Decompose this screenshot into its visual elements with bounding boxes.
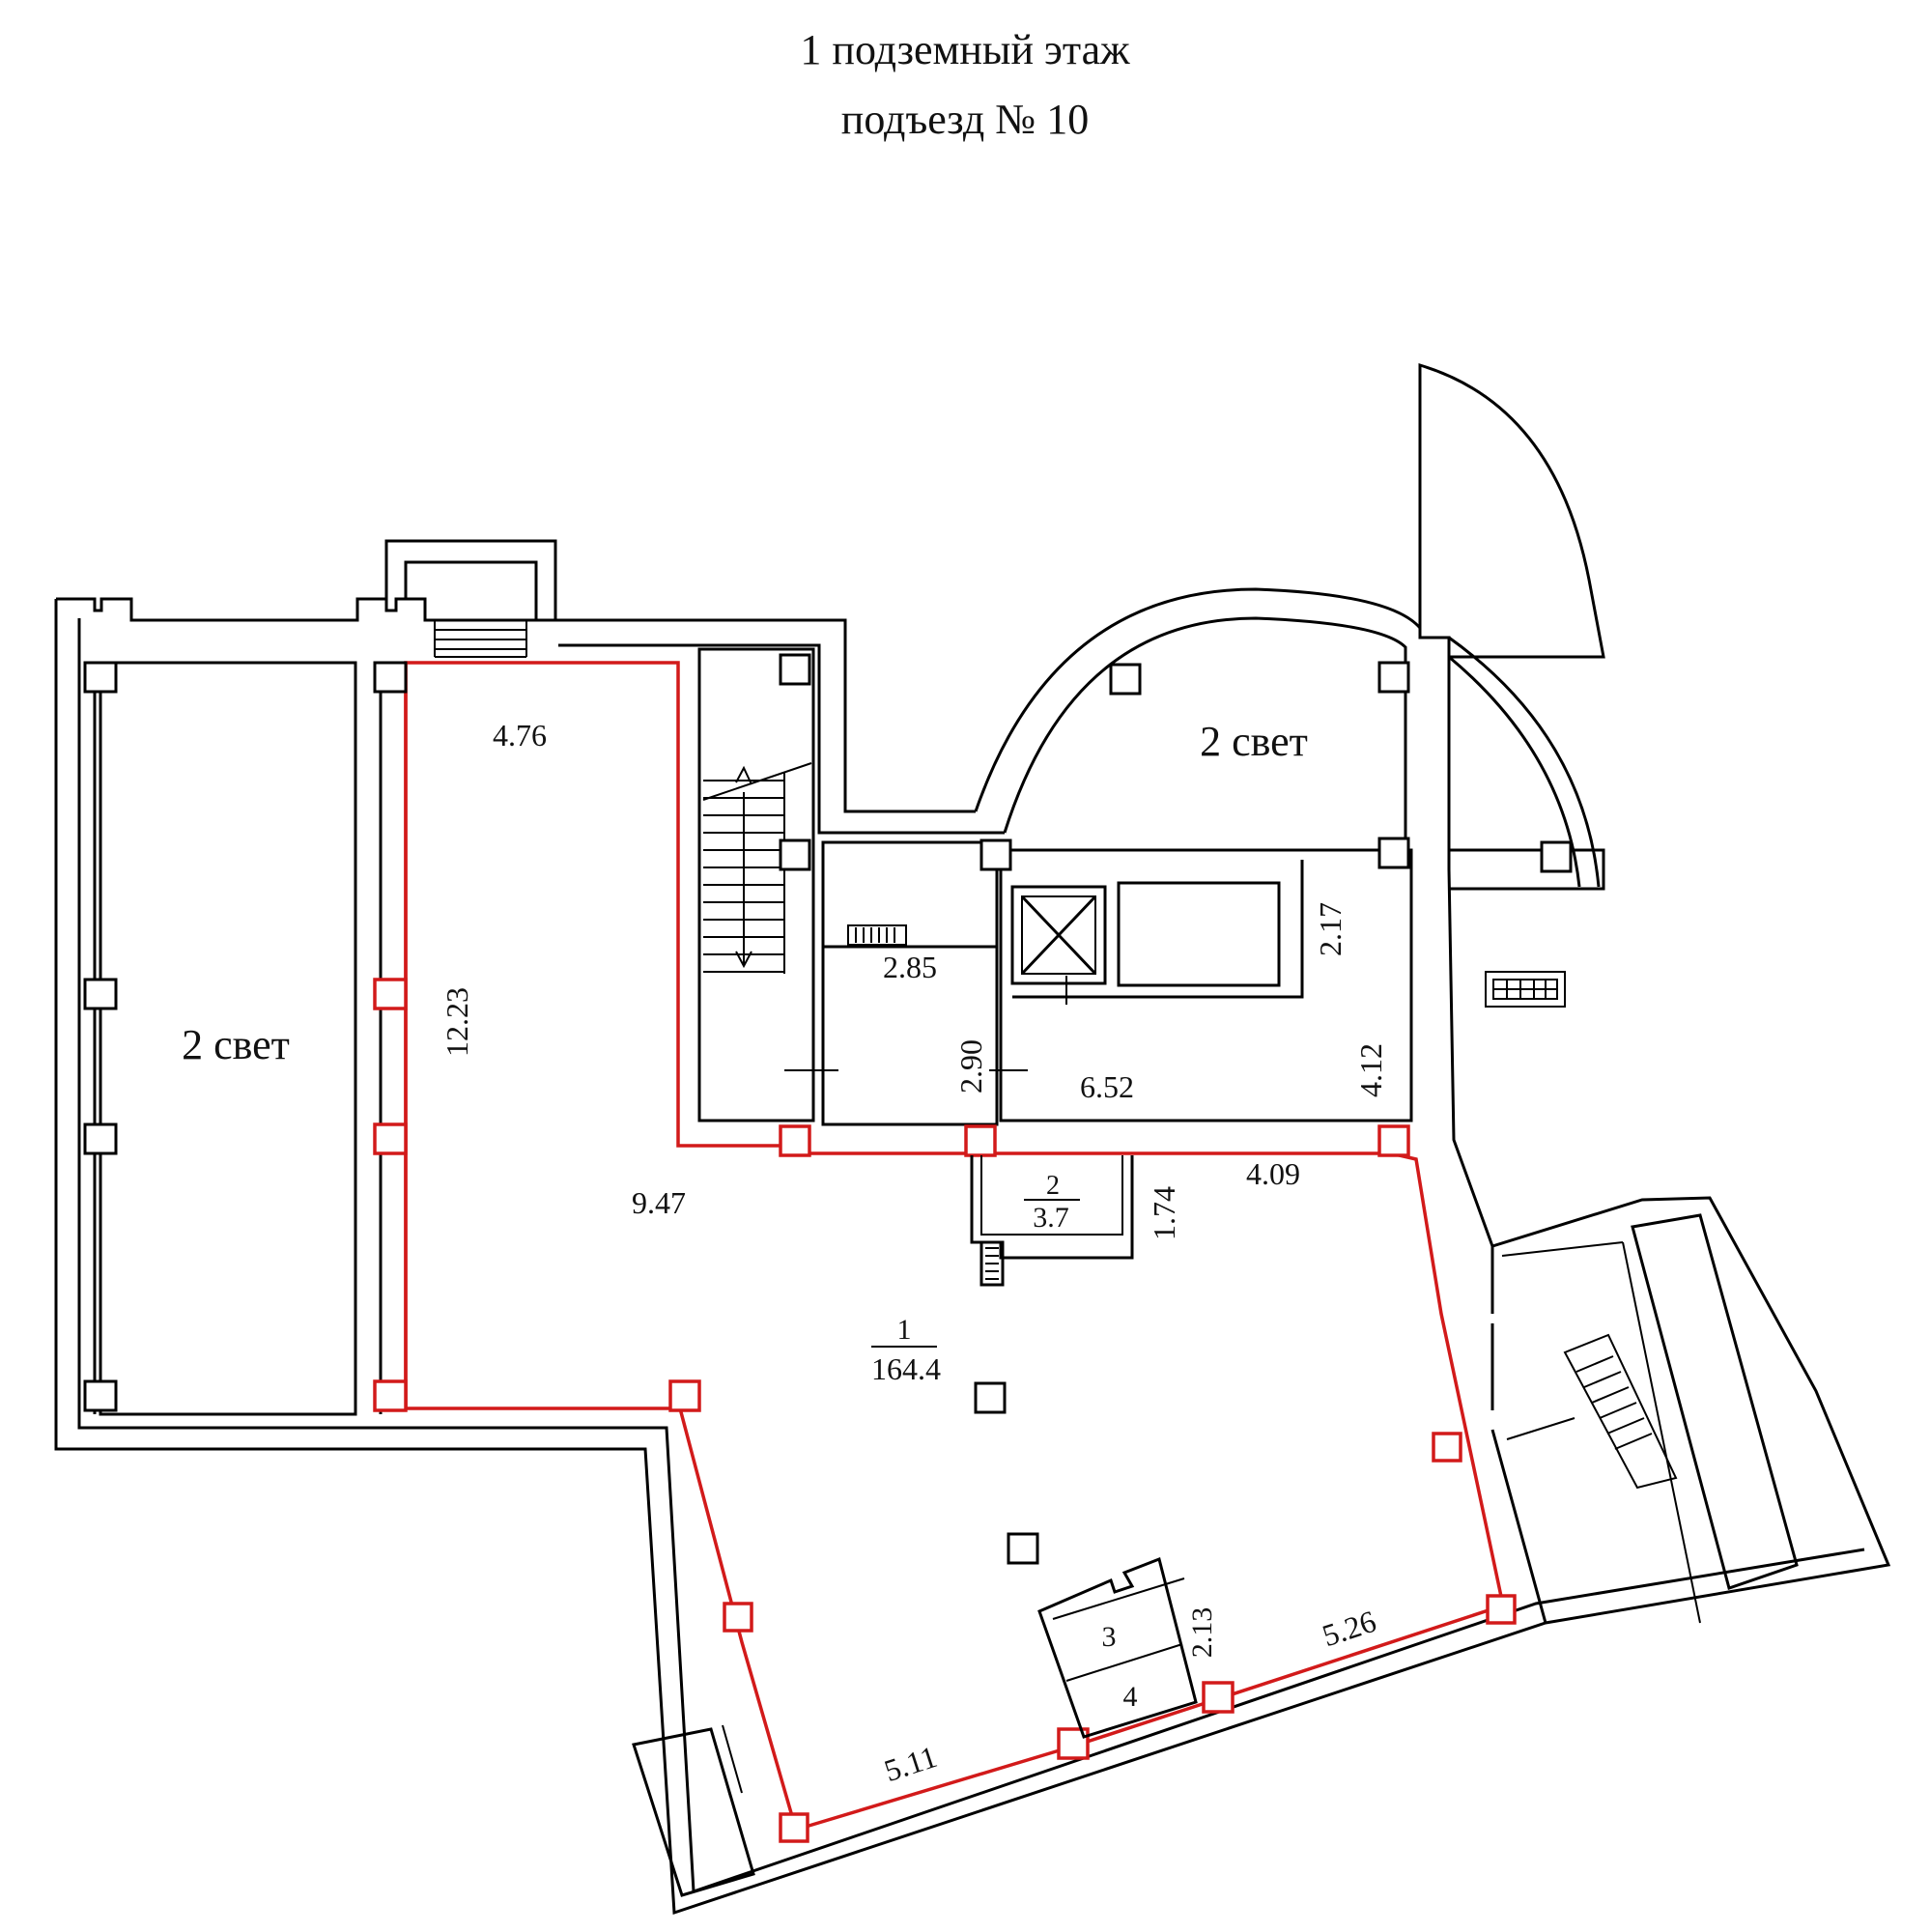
plan-title-floor: 1 подземный этаж xyxy=(800,26,1130,73)
door-marks xyxy=(784,976,1067,1071)
right-wing-wall xyxy=(1490,1246,1547,1624)
stair-shaft-top xyxy=(697,647,815,1122)
column-marker xyxy=(83,978,118,1010)
entrance-steps xyxy=(434,619,527,658)
elevator-cross-icon xyxy=(1020,895,1097,976)
lobby-partition xyxy=(1012,860,1304,999)
room-2-walls xyxy=(970,1155,1134,1260)
bottom-left-bay-jamb xyxy=(710,1724,743,1798)
dim-2-13: 2.13 xyxy=(1186,1607,1218,1659)
column-marker xyxy=(1432,1432,1462,1463)
core-room-b xyxy=(999,848,1413,1122)
dim-2-17: 2.17 xyxy=(1313,902,1348,956)
premises-boundary xyxy=(404,661,1506,1833)
dim-6-52: 6.52 xyxy=(1080,1069,1134,1104)
right-bay xyxy=(1448,636,1601,888)
column-marker xyxy=(1007,1532,1039,1565)
plan-labels: 2 свет 2 свет 1 164.4 2 3.7 3 4 4.76 12.… xyxy=(182,718,1388,1788)
right-wing-partitions xyxy=(1501,1241,1701,1624)
column-marker xyxy=(83,661,118,694)
column-marker xyxy=(979,838,1012,871)
left-light-room xyxy=(93,661,383,1416)
column-marker xyxy=(373,661,408,694)
room-2-inner xyxy=(980,1155,1123,1236)
dim-5-11: 5.11 xyxy=(880,1739,941,1788)
column-marker xyxy=(1377,661,1410,694)
room-4-number: 4 xyxy=(1123,1681,1138,1713)
elevator-shaft xyxy=(1010,885,1107,985)
rooms-3-4-dividers xyxy=(1052,1577,1185,1682)
column-marker xyxy=(1202,1681,1235,1714)
column-marker xyxy=(373,1379,408,1412)
entrance-portal xyxy=(384,539,557,620)
column-marker xyxy=(779,838,811,871)
core-room-a xyxy=(821,840,999,1126)
room-2-vent xyxy=(979,1240,1005,1287)
vent-grille-right-ribs xyxy=(1492,979,1558,1000)
vent-grille-a-ribs xyxy=(855,927,895,943)
columns xyxy=(83,653,1573,1843)
dim-4-12: 4.12 xyxy=(1353,1043,1388,1097)
vent-grille-a xyxy=(847,924,907,946)
column-marker xyxy=(83,1379,118,1412)
right-stair-treads xyxy=(1575,1355,1653,1450)
room-3-number: 3 xyxy=(1102,1621,1117,1653)
column-marker xyxy=(83,1122,118,1155)
room-1-number: 1 xyxy=(897,1314,912,1346)
plan-title-entrance: подъезд № 10 xyxy=(840,96,1090,143)
stair-arrow xyxy=(735,765,752,969)
service-core xyxy=(784,840,1413,1126)
dim-9-47: 9.47 xyxy=(632,1185,686,1220)
bottom-left-bay-outline xyxy=(632,1727,755,1897)
right-wing xyxy=(1485,971,1799,1624)
rooms-3-4 xyxy=(1037,1556,1198,1739)
arch-outer xyxy=(974,587,1422,812)
outer-wall-outline xyxy=(54,362,1891,1916)
column-marker xyxy=(1109,663,1142,696)
room-2-area: 3.7 xyxy=(1033,1202,1069,1234)
dim-4-76: 4.76 xyxy=(493,718,547,753)
column-marker xyxy=(668,1379,701,1412)
outer-wall-inner xyxy=(77,618,1865,1894)
boundary-outline xyxy=(404,661,1506,1833)
column-marker xyxy=(779,1812,809,1843)
column-marker xyxy=(1377,1124,1410,1157)
light-label-left: 2 свет xyxy=(182,1021,290,1068)
elevator-car xyxy=(1021,895,1096,975)
room-2-number: 2 xyxy=(1046,1171,1060,1201)
right-stair-block xyxy=(1563,1333,1678,1490)
column-marker xyxy=(779,653,811,686)
column-marker xyxy=(373,978,408,1010)
dim-2-85: 2.85 xyxy=(883,950,937,984)
room-2-vent-ribs xyxy=(985,1247,999,1280)
column-marker xyxy=(779,1124,811,1157)
dim-12-23: 12.23 xyxy=(440,987,474,1057)
top-wall-left xyxy=(56,597,558,622)
vent-grille-right xyxy=(1485,971,1566,1008)
dim-1-74: 1.74 xyxy=(1147,1186,1181,1240)
dim-4-09: 4.09 xyxy=(1246,1156,1300,1191)
column-marker xyxy=(373,1122,408,1155)
outer-walls xyxy=(54,362,1891,1916)
right-wing-room xyxy=(1631,1213,1799,1590)
arch-inner xyxy=(1003,616,1407,850)
column-marker xyxy=(723,1602,753,1633)
rooms-3-4-outline xyxy=(1037,1556,1198,1739)
column-marker xyxy=(1486,1594,1517,1625)
top-wall-middle xyxy=(555,618,976,813)
stair-shaft-outline xyxy=(697,647,815,1122)
lift-lobby-box xyxy=(1117,881,1281,987)
dim-5-26: 5.26 xyxy=(1318,1604,1379,1654)
bottom-left-bay xyxy=(632,1724,755,1897)
column-marker xyxy=(1377,837,1410,869)
top-wall-middle-inner xyxy=(558,643,1005,835)
column-marker xyxy=(1540,840,1573,873)
column-marker xyxy=(964,1124,997,1157)
room-1-area: 164.4 xyxy=(871,1351,941,1386)
room-2 xyxy=(970,1155,1134,1287)
light-label-top: 2 свет xyxy=(1200,718,1308,765)
column-marker xyxy=(974,1381,1007,1414)
dim-2-90: 2.90 xyxy=(953,1039,988,1094)
